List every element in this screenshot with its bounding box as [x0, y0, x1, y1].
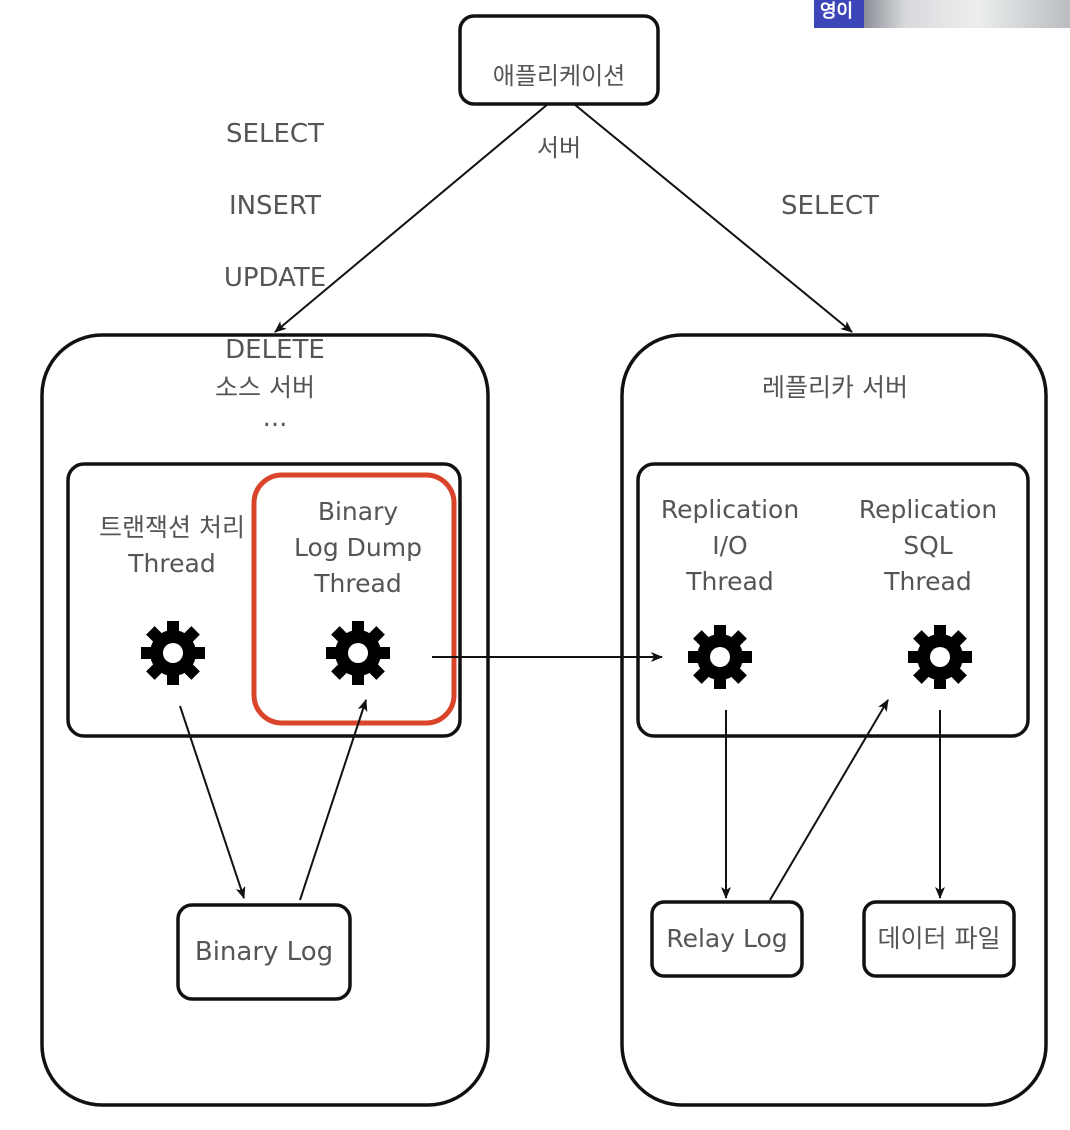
binary-log-label: Binary Log: [194, 937, 334, 967]
app-server-label-line1: 애플리케이션: [492, 62, 626, 90]
source-server-title: 소스 서버: [215, 373, 315, 402]
sql-thread-label: Replication SQL Thread: [858, 495, 998, 596]
query-insert: INSERT: [228, 191, 322, 221]
speaker-photo: [864, 0, 1070, 28]
source-query-list: SELECT INSERT UPDATE DELETE ...: [190, 80, 360, 468]
query-update: UPDATE: [223, 263, 327, 293]
relay-log-label: Relay Log: [666, 924, 788, 953]
tx-thread-label: 트랜잭션 처리 Thread: [99, 513, 245, 578]
data-file-box: [862, 900, 1016, 978]
arrow-binlog-to-dump: [299, 699, 368, 901]
gear-icon: [688, 625, 752, 689]
gear-icon: [326, 621, 390, 685]
arrow-app-to-source: [274, 103, 549, 333]
replica-threads-box: [636, 462, 1030, 738]
replica-server-box: [620, 333, 1048, 1107]
replica-query-list: SELECT: [740, 152, 920, 260]
dump-thread-highlight: [251, 472, 457, 726]
dump-thread-label: Binary Log Dump Thread: [294, 497, 422, 598]
query-select: SELECT: [226, 119, 324, 149]
arrow-app-to-replica: [573, 103, 853, 333]
source-server-box: [40, 333, 490, 1107]
app-server-label-line2: 서버: [536, 134, 582, 162]
replica-server-title: 레플리카 서버: [762, 373, 908, 402]
query-ellipsis: ...: [262, 403, 288, 433]
data-file-label: 데이터 파일: [877, 924, 1001, 953]
source-threads-box: [66, 462, 462, 738]
speaker-name-badge: 영이: [814, 0, 864, 28]
arrow-relay-to-sql: [769, 699, 889, 901]
gear-icon: [908, 625, 972, 689]
io-thread-label: Replication I/O Thread: [660, 495, 800, 596]
replica-query-select: SELECT: [781, 191, 879, 221]
arrow-tx-to-binlog: [179, 705, 246, 899]
binary-log-box: [176, 903, 352, 1001]
relay-log-box: [650, 900, 804, 978]
query-delete: DELETE: [225, 335, 325, 365]
gear-icon: [141, 621, 205, 685]
app-server-label: 애플리케이션 서버: [460, 22, 658, 202]
app-server-box: [458, 14, 660, 106]
